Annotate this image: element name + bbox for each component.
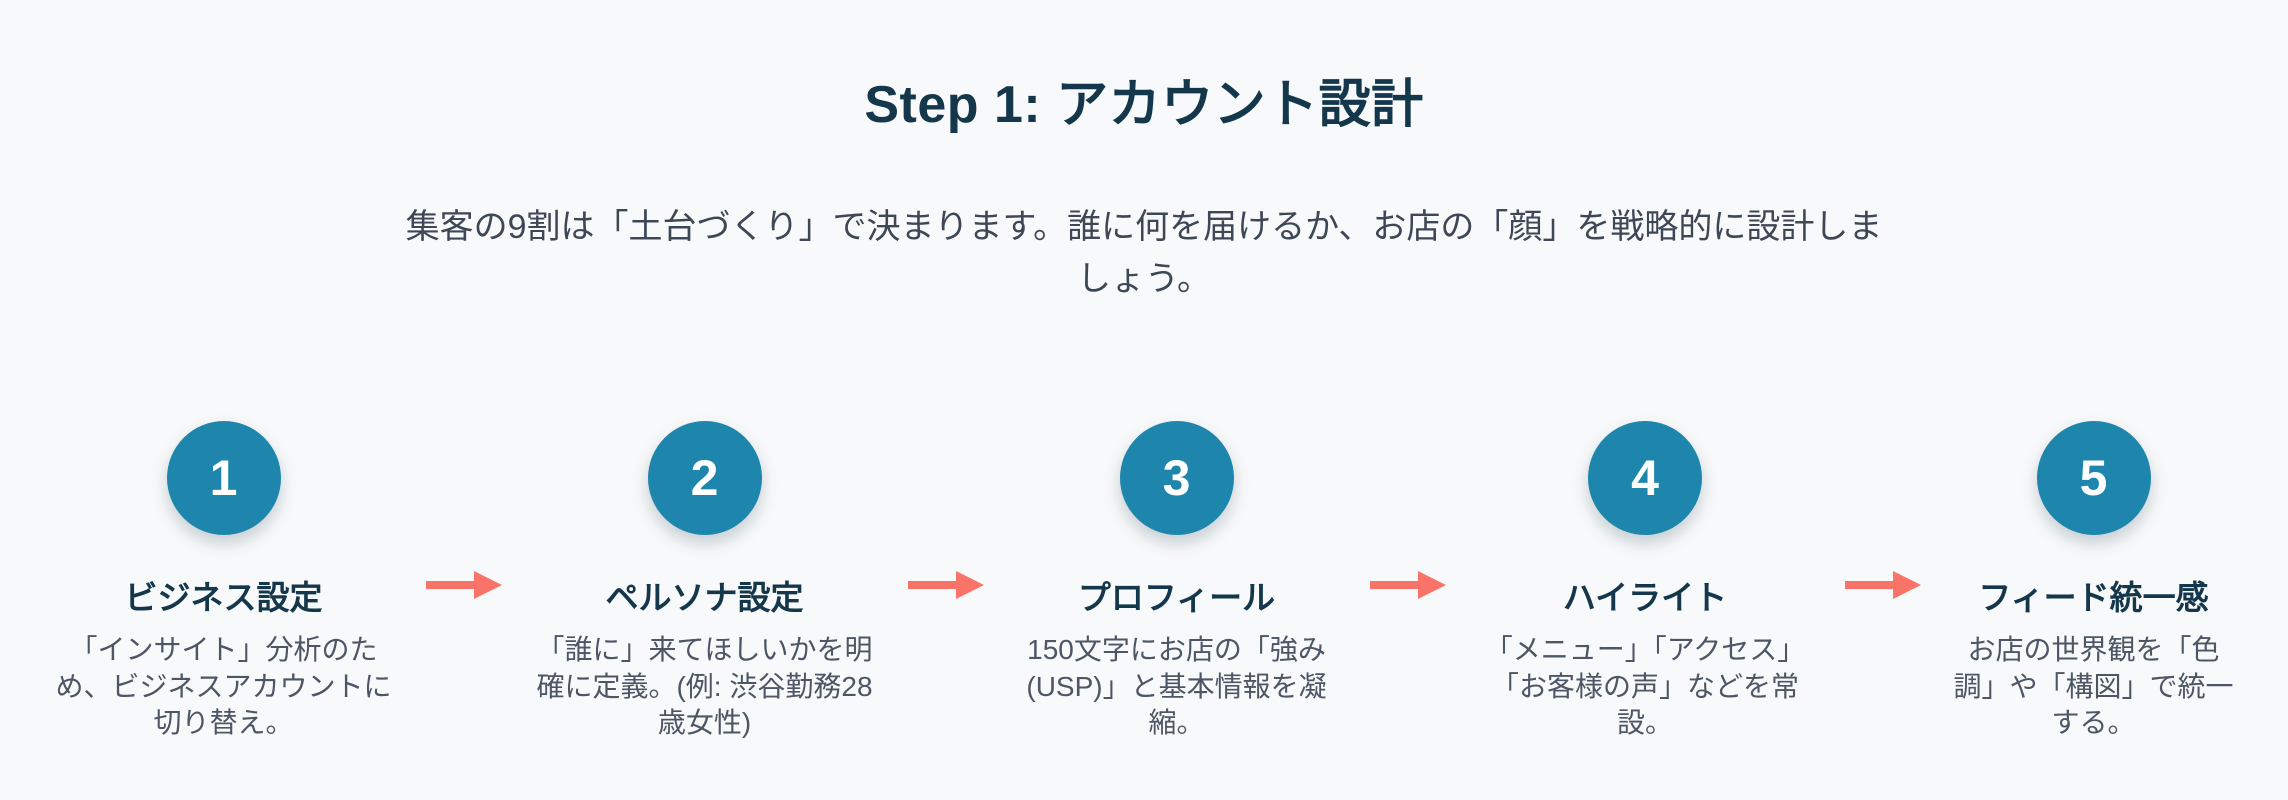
step-4-number-badge: 4 <box>1588 421 1702 536</box>
steps-flow: 1 ビジネス設定 「インサイト」分析のため、ビジネスアカウントに切り替え。 2 … <box>0 421 2288 741</box>
arrow-right-icon <box>424 567 504 603</box>
step-2-number: 2 <box>690 450 719 507</box>
step-5-number-badge: 5 <box>2036 421 2151 536</box>
step-1-description: 「インサイト」分析のため、ビジネスアカウントに切り替え。 <box>55 634 392 739</box>
step-item-5: 5 フィード統一感 お店の世界観を「色調」や「構図」で統一する。 <box>1948 421 2240 741</box>
step-item-4: 4 ハイライト 「メニュー」「アクセス」「お客様の声」などを常設。 <box>1473 421 1818 741</box>
page-subtitle: 集客の9割は「土台づくり」で決まります。誰に何を届けるか、お店の「顔」を戦略的に… <box>405 208 1883 299</box>
page-title: Step 1: アカウント設計 <box>864 76 1424 134</box>
step-1-number-badge: 1 <box>166 421 281 536</box>
step-item-1: 1 ビジネス設定 「インサイト」分析のため、ビジネスアカウントに切り替え。 <box>49 421 399 741</box>
step-4-title: ハイライト <box>1562 579 1728 617</box>
arrow-right-icon <box>1843 567 1923 603</box>
step-3-number-badge: 3 <box>1119 421 1234 536</box>
step-5-title: フィード統一感 <box>1978 579 2209 617</box>
step-2-title: ペルソナ設定 <box>605 579 804 617</box>
step-5-description: お店の世界観を「色調」や「構図」で統一する。 <box>1953 634 2234 739</box>
step-3-title: プロフィール <box>1077 579 1276 617</box>
step-item-2: 2 ペルソナ設定 「誰に」来てほしいかを明確に定義。(例: 渋谷勤務28歳女性) <box>529 421 881 741</box>
step-1-number: 1 <box>209 450 238 507</box>
step-5-number: 5 <box>2079 450 2108 507</box>
step-2-description: 「誰に」来てほしいかを明確に定義。(例: 渋谷勤務28歳女性) <box>536 634 873 739</box>
arrow-right-icon <box>906 567 986 603</box>
step-1-title: ビジネス設定 <box>124 579 323 617</box>
step-4-description: 「メニュー」「アクセス」「お客様の声」などを常設。 <box>1484 634 1806 739</box>
step-4-number: 4 <box>1631 450 1659 507</box>
step-2-number-badge: 2 <box>647 421 762 536</box>
step-3-description: 150文字にお店の「強み(USP)」と基本情報を凝縮。 <box>1026 634 1327 739</box>
step-item-3: 3 プロフィール 150文字にお店の「強み(USP)」と基本情報を凝縮。 <box>1011 421 1343 741</box>
arrow-right-icon <box>1368 567 1448 603</box>
step-3-number: 3 <box>1162 450 1191 507</box>
